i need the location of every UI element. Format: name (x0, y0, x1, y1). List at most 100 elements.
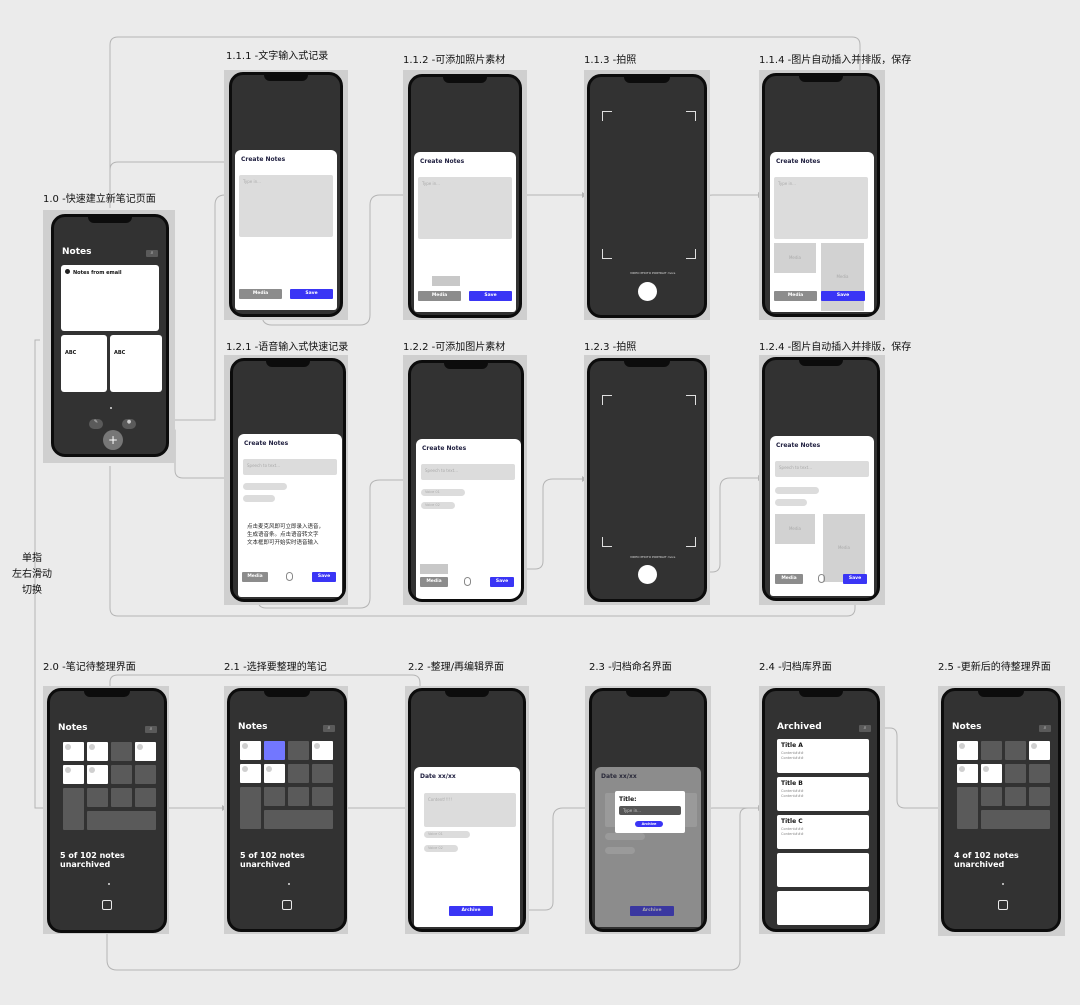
media-options-popup[interactable] (420, 564, 448, 574)
note-tile[interactable] (87, 765, 108, 784)
save-button[interactable]: Save (843, 574, 867, 584)
note-tile[interactable] (981, 810, 1050, 829)
title-input[interactable]: Type in... (619, 806, 681, 815)
note-tile[interactable] (111, 765, 132, 784)
camera-modes[interactable]: VIDEO PHOTO PORTRAIT more (630, 555, 676, 559)
speech-input[interactable]: Speech to text... (243, 459, 337, 475)
voice-note-icon[interactable]: ● (122, 419, 136, 429)
media-options-popup[interactable] (432, 276, 460, 286)
note-tile[interactable] (1029, 741, 1050, 760)
note-tile[interactable] (264, 810, 333, 829)
note-tile[interactable] (288, 787, 309, 806)
save-button[interactable]: Save (821, 291, 865, 301)
note-card-abc-1[interactable]: ABC (61, 335, 107, 392)
media-button[interactable]: Media (775, 574, 803, 584)
media-button[interactable]: Media (242, 572, 268, 582)
search-icon[interactable]: ⌕ (323, 725, 335, 732)
note-tile[interactable] (87, 811, 156, 830)
archive-box-icon[interactable] (282, 900, 292, 910)
note-tile[interactable] (1029, 764, 1050, 783)
note-tile[interactable] (288, 741, 309, 760)
search-icon[interactable]: ⌕ (146, 250, 158, 257)
note-tile[interactable] (312, 741, 333, 760)
note-tile[interactable] (264, 787, 285, 806)
voice-bar[interactable] (775, 499, 807, 506)
shutter-button[interactable] (638, 282, 657, 301)
note-tile[interactable] (63, 765, 84, 784)
voice-bar-01[interactable]: Voice 01 (424, 831, 470, 838)
content-input[interactable]: Content!!!!! (424, 793, 516, 827)
note-tile[interactable] (240, 787, 261, 829)
dialog-archive-button[interactable]: Archive (635, 821, 663, 827)
note-tile[interactable] (957, 764, 978, 783)
note-tile[interactable] (1005, 764, 1026, 783)
save-button[interactable]: Save (312, 572, 336, 582)
note-card-email[interactable]: Notes from email (61, 265, 159, 331)
save-button[interactable]: Save (290, 289, 333, 299)
archive-card-a[interactable]: Title A Content### Content### (777, 739, 869, 773)
search-icon[interactable]: ⌕ (859, 725, 871, 732)
save-button[interactable]: Save (490, 577, 514, 587)
note-tile[interactable] (240, 741, 261, 760)
note-tile[interactable] (87, 742, 108, 761)
voice-bar-01[interactable]: Voice 01 (421, 489, 465, 496)
note-tile[interactable] (264, 764, 285, 783)
save-button[interactable]: Save (469, 291, 512, 301)
archive-box-icon[interactable] (102, 900, 112, 910)
camera-modes[interactable]: VIDEO PHOTO PORTRAIT more (630, 271, 676, 275)
archive-box-icon[interactable] (998, 900, 1008, 910)
media-button[interactable]: Media (420, 577, 448, 587)
speech-input[interactable]: Speech to text... (775, 461, 869, 477)
media-button[interactable]: Media (239, 289, 282, 299)
note-tile[interactable] (135, 765, 156, 784)
archive-card-empty[interactable] (777, 891, 869, 925)
media-button[interactable]: Media (418, 291, 461, 301)
note-tile[interactable] (981, 741, 1002, 760)
voice-bar-02[interactable]: Voice 02 (424, 845, 458, 852)
shutter-button[interactable] (638, 565, 657, 584)
note-tile[interactable] (63, 788, 84, 830)
note-tile[interactable] (981, 764, 1002, 783)
text-input[interactable]: Type in... (418, 177, 512, 239)
microphone-icon[interactable] (464, 577, 471, 586)
archive-button[interactable]: Archive (449, 906, 493, 916)
note-tile[interactable] (111, 788, 132, 807)
note-tile[interactable] (312, 764, 333, 783)
note-tile[interactable] (135, 788, 156, 807)
archive-card-empty[interactable] (777, 853, 869, 887)
note-tile[interactable] (63, 742, 84, 761)
media-thumbnail[interactable]: Media (775, 514, 815, 544)
text-note-icon[interactable]: ✎ (89, 419, 103, 429)
archive-card-b[interactable]: Title B Content### Content### (777, 777, 869, 811)
voice-bar[interactable] (243, 483, 287, 490)
note-tile[interactable] (957, 787, 978, 829)
media-button[interactable]: Media (774, 291, 817, 301)
media-thumbnail[interactable]: Media (823, 514, 865, 582)
note-tile[interactable] (1005, 741, 1026, 760)
note-tile[interactable] (87, 788, 108, 807)
voice-bar[interactable] (775, 487, 819, 494)
note-tile[interactable] (981, 787, 1002, 806)
search-icon[interactable]: ⌕ (1039, 725, 1051, 732)
archive-card-c[interactable]: Title C Content### Content### (777, 815, 869, 849)
voice-bar[interactable] (243, 495, 275, 502)
note-tile[interactable] (135, 742, 156, 761)
text-input[interactable]: Type in... (774, 177, 868, 239)
note-tile-selected[interactable] (264, 741, 285, 760)
microphone-icon[interactable] (818, 574, 825, 583)
add-note-button[interactable]: + (103, 430, 123, 450)
voice-bar-02[interactable]: Voice 02 (421, 502, 455, 509)
note-card-abc-2[interactable]: ABC (110, 335, 162, 392)
note-tile[interactable] (1005, 787, 1026, 806)
text-input[interactable]: Type in... (239, 175, 333, 237)
note-tile[interactable] (288, 764, 309, 783)
media-thumbnail[interactable]: Media (774, 243, 816, 273)
note-tile[interactable] (312, 787, 333, 806)
speech-input[interactable]: Speech to text... (421, 464, 515, 480)
note-tile[interactable] (240, 764, 261, 783)
microphone-icon[interactable] (286, 572, 293, 581)
search-icon[interactable]: ⌕ (145, 726, 157, 733)
note-tile[interactable] (111, 742, 132, 761)
note-tile[interactable] (1029, 787, 1050, 806)
note-tile[interactable] (957, 741, 978, 760)
